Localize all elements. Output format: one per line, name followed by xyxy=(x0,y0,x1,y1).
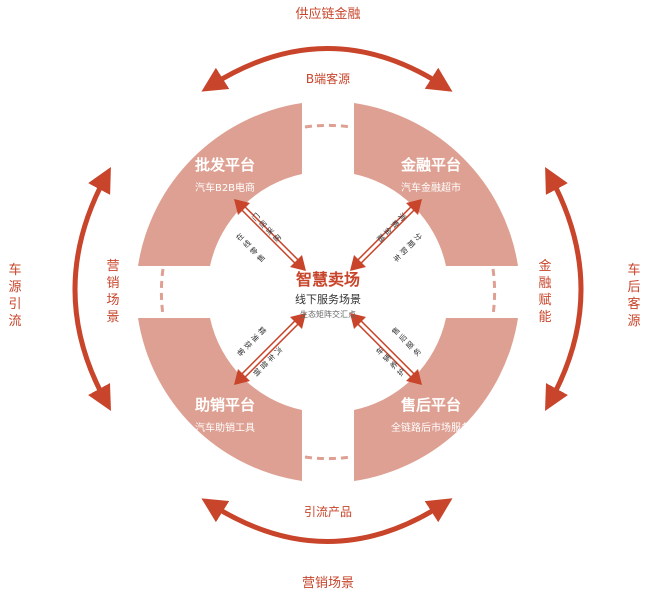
diag-arrow-bottom-right xyxy=(350,313,422,385)
dash-connector-top xyxy=(304,123,352,129)
dash-connector-left xyxy=(159,268,165,316)
quadrant-bottom-right-subtitle: 全链路后市场服务 xyxy=(391,423,471,434)
arrow-left xyxy=(72,166,111,411)
outer-label-right: 车后客源 xyxy=(627,263,641,329)
arrow-right xyxy=(545,166,584,411)
arc-label-bottom: 引流产品 xyxy=(303,505,352,519)
dash-connector-right xyxy=(491,268,497,316)
quadrant-bottom-right-title: 售后平台 xyxy=(400,396,461,414)
outer-label-left: 车源引流 xyxy=(8,263,22,329)
center-subtitle-2: 生态矩阵交汇点 xyxy=(300,310,356,319)
quadrant-top-right-shape xyxy=(354,103,518,266)
arrow-bottom xyxy=(201,498,453,544)
arc-label-left: 营销场景 xyxy=(106,259,120,325)
quadrant-bottom-right-shape xyxy=(354,318,518,481)
quadrant-bottom-left-title: 助销平台 xyxy=(194,396,255,414)
dash-connector-bottom xyxy=(304,455,352,461)
arc-label-right: 金融赋能 xyxy=(538,259,552,325)
quadrant-bottom-left-shape xyxy=(138,318,302,481)
quadrant-top-left-title: 批发平台 xyxy=(194,156,255,174)
quadrant-top-left-shape xyxy=(138,103,302,266)
arrow-top xyxy=(201,46,453,92)
outer-label-bottom: 营销场景 xyxy=(301,576,354,591)
quadrant-top-right-subtitle: 汽车金融超市 xyxy=(401,183,461,194)
center-subtitle: 线下服务场景 xyxy=(295,293,361,306)
quadrant-top-right-title: 金融平台 xyxy=(400,156,461,174)
diag-arrow-top-right xyxy=(350,199,422,271)
center-title: 智慧卖场 xyxy=(295,270,360,289)
diag-arrow-bottom-left xyxy=(234,313,306,385)
arc-label-top: B端客源 xyxy=(305,72,351,86)
diag-arrow-top-left xyxy=(234,199,306,271)
quadrant-bottom-left-subtitle: 汽车助销工具 xyxy=(195,423,255,434)
outer-label-top: 供应链金融 xyxy=(295,7,361,22)
quadrant-top-left-subtitle: 汽车B2B电商 xyxy=(194,183,256,194)
